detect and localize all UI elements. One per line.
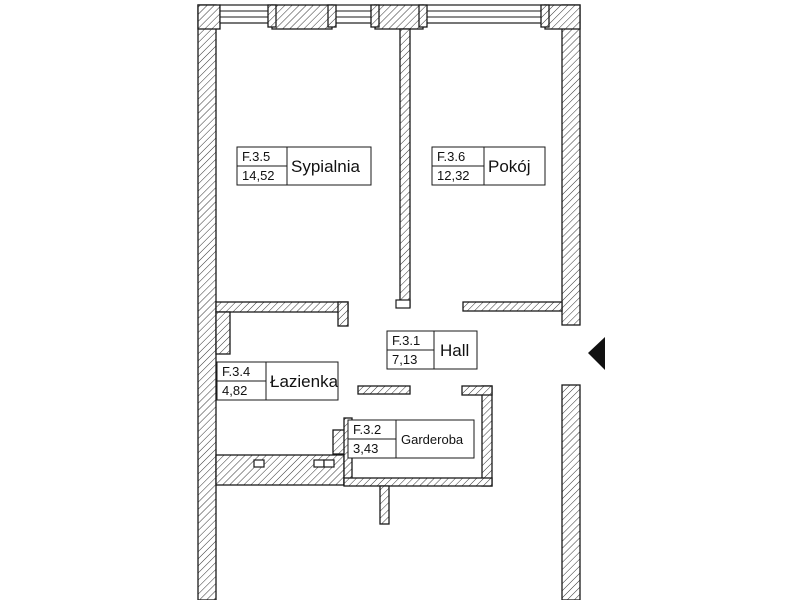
room-area: 4,82: [222, 383, 247, 398]
closet-east-wall: [481, 385, 493, 487]
room-name: Sypialnia: [291, 157, 361, 176]
window: [331, 4, 376, 24]
closet-south-wall: [343, 477, 493, 487]
window: [422, 4, 546, 24]
room-area: 3,43: [353, 441, 378, 456]
vent: [253, 459, 265, 468]
room-code: F.3.1: [392, 333, 420, 348]
window-jamb: [540, 4, 550, 28]
room-code: F.3.4: [222, 364, 250, 379]
room-name: Łazienka: [270, 372, 339, 391]
window-jamb: [370, 4, 380, 28]
closet-north-stub: [461, 385, 493, 396]
north-wall-c: [374, 4, 424, 30]
window: [219, 4, 273, 24]
room-label-hall: F.3.1 7,13 Hall: [386, 330, 478, 370]
room-area: 14,52: [242, 168, 275, 183]
window-jamb: [418, 4, 428, 28]
north-wall-b: [271, 4, 333, 30]
room-label-sypialnia: F.3.5 14,52 Sypialnia: [236, 146, 372, 186]
room-code: F.3.6: [437, 149, 465, 164]
partition-vertical: [399, 28, 411, 308]
north-wall-d: [544, 4, 581, 30]
room-code: F.3.5: [242, 149, 270, 164]
room-code: F.3.2: [353, 422, 381, 437]
west-wall: [197, 4, 217, 600]
room-name: Garderoba: [401, 432, 464, 447]
wall-stub: [379, 485, 390, 525]
outer-walls: [197, 4, 581, 600]
room-area: 12,32: [437, 168, 470, 183]
vent: [323, 459, 335, 468]
windows: [219, 4, 550, 28]
room-south-wall: [462, 301, 563, 312]
room-label-lazienka: F.3.4 4,82 Łazienka: [216, 361, 339, 401]
room-label-garderoba: F.3.2 3,43 Garderoba: [347, 419, 475, 459]
bathroom-east-wall: [332, 429, 346, 455]
bathroom-door-jamb: [337, 301, 349, 327]
room-name: Pokój: [488, 157, 531, 176]
room-label-pokoj: F.3.6 12,32 Pokój: [431, 146, 546, 186]
interior-walls: [215, 28, 563, 525]
window-jamb: [267, 4, 277, 28]
room-name: Hall: [440, 341, 469, 360]
entrance-arrow-icon: [588, 337, 605, 370]
east-wall-upper: [561, 4, 581, 326]
partition-end: [395, 299, 411, 309]
bathroom-north-wall: [215, 311, 231, 355]
hall-divider: [357, 385, 411, 395]
east-wall-lower: [561, 384, 581, 600]
room-area: 7,13: [392, 352, 417, 367]
window-jamb: [327, 4, 337, 28]
vent: [313, 459, 325, 468]
north-wall-a: [197, 4, 221, 30]
bedroom-south-wall: [215, 301, 349, 313]
